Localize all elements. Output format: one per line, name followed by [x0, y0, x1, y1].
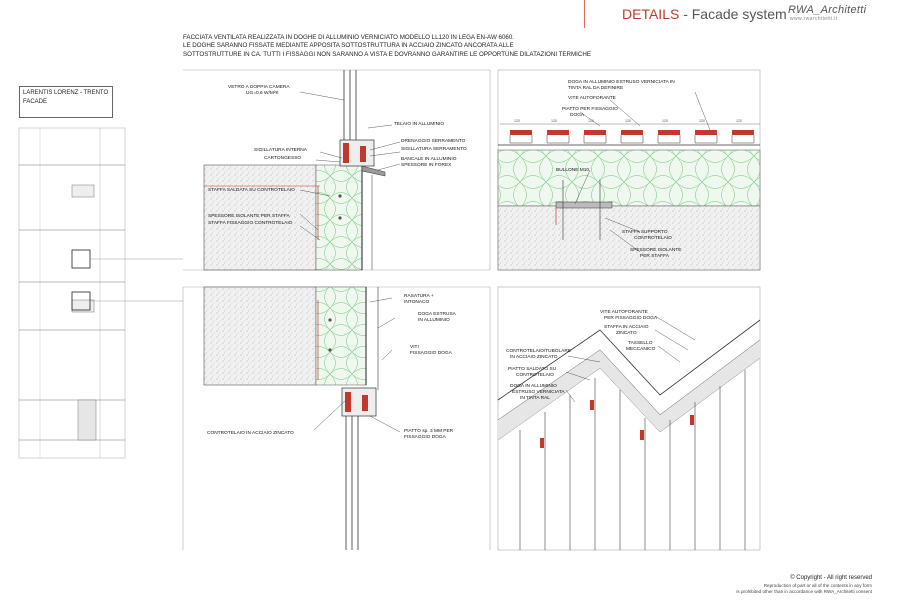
label-ral-colour: TINTA RAL DA DEFINIRE: [568, 86, 624, 91]
project-name: LARENTIS LORENZ - TRENTO: [23, 90, 109, 96]
label-plaster: INTONACO: [404, 300, 430, 305]
leader-lines: [299, 91, 711, 433]
dim-2: 120: [551, 119, 557, 123]
label-extruded-panel-2: DOGA ESTRUSA: [418, 312, 456, 317]
facade-description: FACCIATA VENTILATA REALIZZATA IN DOGHE D…: [183, 34, 603, 59]
label-painted-extruded: ESTRUSO VERNICIATA: [512, 390, 565, 395]
description-line-3: SOTTOSTRUTTURE IN CA. TUTTI I FISSAGGI N…: [183, 50, 591, 58]
label-screws: VITI: [410, 345, 419, 350]
label-bracket-insulation-2: PER STAFFA: [640, 254, 669, 259]
label-double-glazing: VETRO A DOPPIA CAMERA: [228, 85, 290, 90]
studio-url: www.rwarchitetti.it: [790, 16, 838, 22]
project-view: FACADE: [23, 99, 48, 105]
label-insulation-spacer: SPESSORE ISOLANTE PER STAFFA: [208, 214, 290, 219]
detail-wall-section: [182, 286, 491, 550]
label-ug-value: UG=0.6 W/M²K: [246, 91, 279, 96]
label-tubular-galvanized: IN ACCIAIO ZINCATO: [510, 355, 558, 360]
label-forex-spacer: SPESSORE IN FOREX: [401, 163, 452, 168]
page-title-main: DETAILS: [622, 6, 680, 22]
label-window-seal: SIGILLATURA SERRAMENTO: [401, 147, 467, 152]
label-mechanical: MECCANICO: [626, 347, 656, 352]
dim-4: 120: [625, 119, 631, 123]
label-aluminium-sill: BANCALE IN ALLUMINIO: [401, 157, 457, 162]
label-bolt-m10: BULLONE M10: [556, 168, 590, 173]
label-fixing-plate: PIATTO PER FISSAGGIO: [562, 107, 618, 112]
dim-6: 120: [699, 119, 705, 123]
dim-3: 120: [588, 119, 594, 123]
label-screw-panel-fixing: PER FISSAGGIO DOGA: [604, 316, 658, 321]
dim-5: 120: [662, 119, 668, 123]
label-bracket-insulation: SPESSORE ISOLANTE: [630, 248, 682, 253]
label-fixing-plate-panel: DOGA: [570, 113, 585, 118]
label-welded-plate-subframe: CONTROTELAIO: [516, 373, 554, 378]
label-aluminium-panel: DOGA IN ALLUMINIO: [510, 384, 557, 389]
detail-panel-section: [497, 69, 761, 271]
detail-axonometric: [497, 286, 761, 551]
project-title-box: LARENTIS LORENZ - TRENTO FACADE: [19, 86, 113, 118]
label-self-tapping-screw: VITE AUTOFORANTE: [568, 96, 616, 101]
label-ral-tint: IN TINTA RAL: [520, 396, 550, 401]
label-internal-seal: SIGILLATURA INTERNA: [254, 148, 307, 153]
label-extruded-panel: DOGA IN ALLUMINIO ESTRUSO VERNICIATA IN: [568, 80, 675, 85]
reproduction-notice: Reproduction of part or all of the conte…: [572, 583, 872, 594]
label-anchor: TASSELLO: [628, 341, 653, 346]
label-subframe: CONTROTELAIO: [634, 236, 672, 241]
facade-elevation: [18, 127, 183, 459]
label-plate-3mm: PIATTO sp. 3 MM PER: [404, 429, 454, 434]
notice-line-1: Reproduction of part or all of the conte…: [763, 583, 872, 588]
label-steel-bracket: STAFFA IN ACCIAIO: [604, 325, 649, 330]
studio-logo: RWA_Architetti: [788, 4, 867, 16]
label-support-bracket: STAFFA SUPPORTO: [622, 230, 668, 235]
label-panel-fixing: FISSAGGIO DOGA: [410, 351, 452, 356]
label-plaster-finish: RASATURA +: [404, 294, 434, 299]
page-title: DETAILS - Facade system: [622, 6, 787, 22]
dim-1: 120: [514, 119, 520, 123]
label-plasterboard: CARTONGESSO: [264, 156, 302, 161]
page-title-sub: - Facade system: [683, 6, 787, 22]
notice-line-2: is prohibited other than in accordance w…: [736, 588, 872, 594]
description-line-2: LE DOGHE SARANNO FISSATE MEDIANTE APPOSI…: [183, 42, 514, 50]
label-plate-panel-fixing: FISSAGGIO DOGA: [404, 435, 446, 440]
header-divider: [584, 0, 585, 28]
label-welded-bracket: STAFFA SALDATA SU CONTROTELAIO: [208, 188, 295, 193]
label-galvanized: ZINCATO: [616, 331, 637, 336]
label-self-tapping-screw-2: VITE AUTOFORANTE: [600, 310, 648, 315]
description-line-1: FACCIATA VENTILATA REALIZZATA IN DOGHE D…: [183, 34, 514, 41]
label-fixing-bracket: STAFFA FISSAGGIO CONTROTELAIO: [208, 221, 293, 226]
copyright-notice: © Copyright - All right reserved: [790, 575, 872, 581]
label-welded-plate: PIATTO SALDATO SU: [508, 367, 557, 372]
label-aluminium: IN ALLUMINIO: [418, 318, 450, 323]
detail-window-sill: [183, 69, 491, 271]
label-aluminium-frame: TELAIO IN ALLUMINIO: [394, 122, 445, 127]
label-galvanized-subframe: CONTROTELAIO IN ACCIAIO ZINCATO: [207, 431, 294, 436]
dim-7: 120: [736, 119, 742, 123]
label-tubular-subframe: CONTROTELAIO/TUBOLARE: [506, 349, 572, 354]
label-window-drainage: DRENAGGIO SERRAMENTO: [401, 139, 466, 144]
